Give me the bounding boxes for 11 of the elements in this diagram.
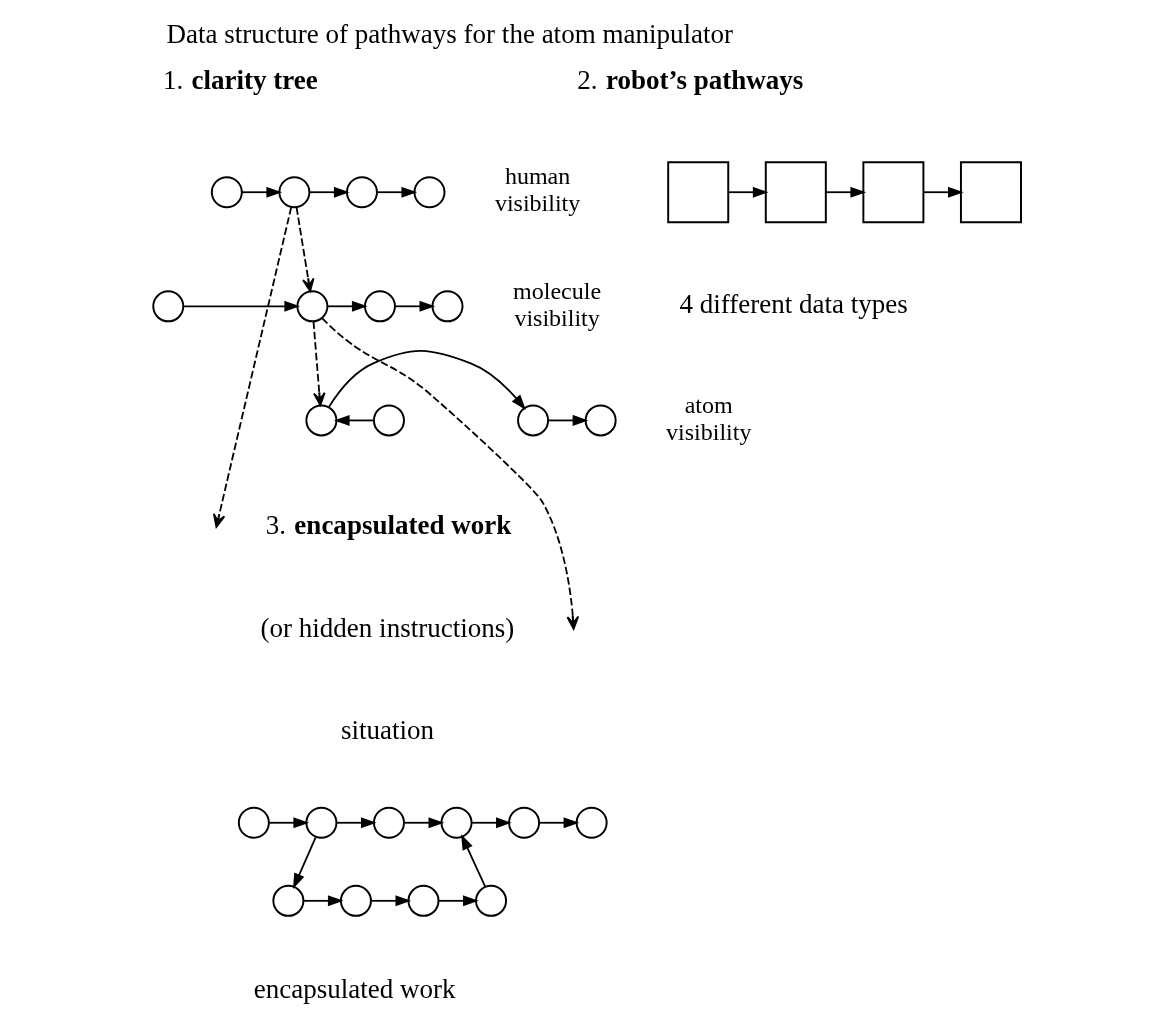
- label: 3. encapsulated work: [265, 509, 512, 540]
- node-label: human visibility: [494, 162, 581, 216]
- label: encapsulated work: [253, 973, 456, 1004]
- node-label: molecule visibility: [513, 277, 602, 331]
- label: (or hidden instructions): [260, 612, 515, 643]
- label: 2. robot’s pathways: [577, 64, 804, 95]
- label: 4 different data types: [679, 288, 908, 319]
- label: 1. clarity tree: [163, 64, 318, 95]
- node-label: atom visibility: [666, 391, 752, 445]
- label: situation: [340, 714, 434, 745]
- diagram-title: Data structure of pathways for the atom manipulator: [166, 18, 733, 49]
